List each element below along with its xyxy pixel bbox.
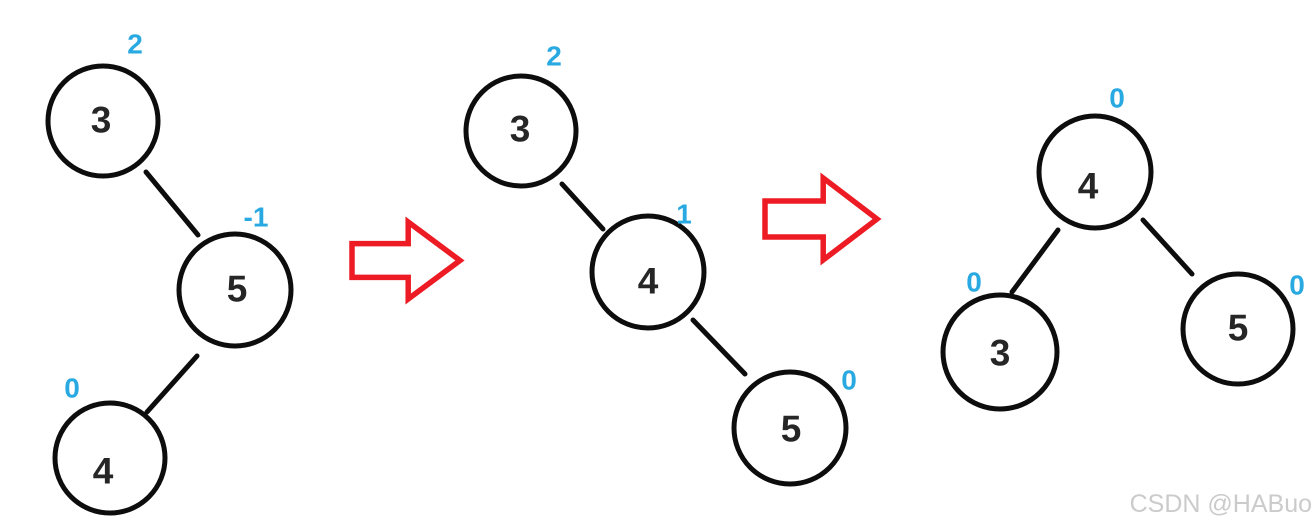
tree-step-1-node-4-balance-factor: 0 bbox=[64, 373, 80, 404]
tree-step-3-edge-1 bbox=[1009, 227, 1061, 295]
tree-step-3-node-4-circle bbox=[1036, 113, 1154, 231]
tree-step-2-node-5-value: 5 bbox=[781, 409, 802, 450]
tree-step-3-node-3-circle bbox=[940, 292, 1060, 412]
tree-step-2-node-4-circle bbox=[589, 213, 707, 331]
tree-step-3-node-5-value: 5 bbox=[1228, 308, 1249, 349]
tree-step-1-node-4-value: 4 bbox=[93, 451, 114, 492]
tree-step-2-node-4-balance-factor: 1 bbox=[676, 199, 692, 230]
transform-arrow-2-icon bbox=[762, 172, 882, 266]
tree-step-3: 4 0 3 0 5 0 bbox=[940, 83, 1305, 412]
tree-step-1-node-3-circle bbox=[45, 63, 161, 179]
transform-arrow-1-icon bbox=[349, 216, 465, 305]
tree-step-2-node-3-value: 3 bbox=[510, 109, 531, 150]
tree-step-1-node-5-balance-factor: -1 bbox=[244, 202, 269, 233]
tree-step-1-node-5-value: 5 bbox=[227, 269, 248, 310]
tree-step-2-edge-1 bbox=[559, 181, 606, 232]
tree-step-2-node-4-value: 4 bbox=[638, 261, 659, 302]
tree-step-3-node-3-value: 3 bbox=[990, 333, 1011, 374]
tree-step-3-edge-2 bbox=[1140, 217, 1195, 277]
tree-step-2: 3 2 41 5 0 bbox=[463, 41, 857, 487]
tree-step-2-node-3-circle bbox=[463, 73, 579, 189]
tree-step-1: 3 2 5 -1 4 0 bbox=[45, 29, 294, 516]
tree-step-1-edge-1 bbox=[143, 169, 201, 238]
tree-step-3-node-4-value: 4 bbox=[1078, 166, 1099, 207]
tree-step-1-edge-2 bbox=[144, 353, 200, 415]
tree-step-1-node-4-circle bbox=[52, 400, 168, 516]
tree-step-2-node-3-balance-factor: 2 bbox=[546, 41, 562, 72]
tree-step-3-node-4-balance-factor: 0 bbox=[1109, 83, 1125, 114]
watermark: CSDN @HABuo bbox=[1130, 490, 1312, 518]
tree-step-1-node-3-balance-factor: 2 bbox=[127, 29, 143, 60]
tree-step-2-node-5-balance-factor: 0 bbox=[841, 365, 857, 396]
tree-step-2-edge-2 bbox=[690, 317, 748, 377]
tree-step-1-node-5-circle bbox=[176, 231, 294, 349]
tree-step-3-node-5-balance-factor: 0 bbox=[1289, 270, 1305, 301]
tree-step-2-node-5-circle bbox=[731, 369, 849, 487]
tree-step-1-node-3-value: 3 bbox=[91, 100, 112, 141]
tree-step-3-node-5-circle bbox=[1180, 271, 1296, 387]
tree-step-3-node-3-balance-factor: 0 bbox=[966, 267, 982, 298]
